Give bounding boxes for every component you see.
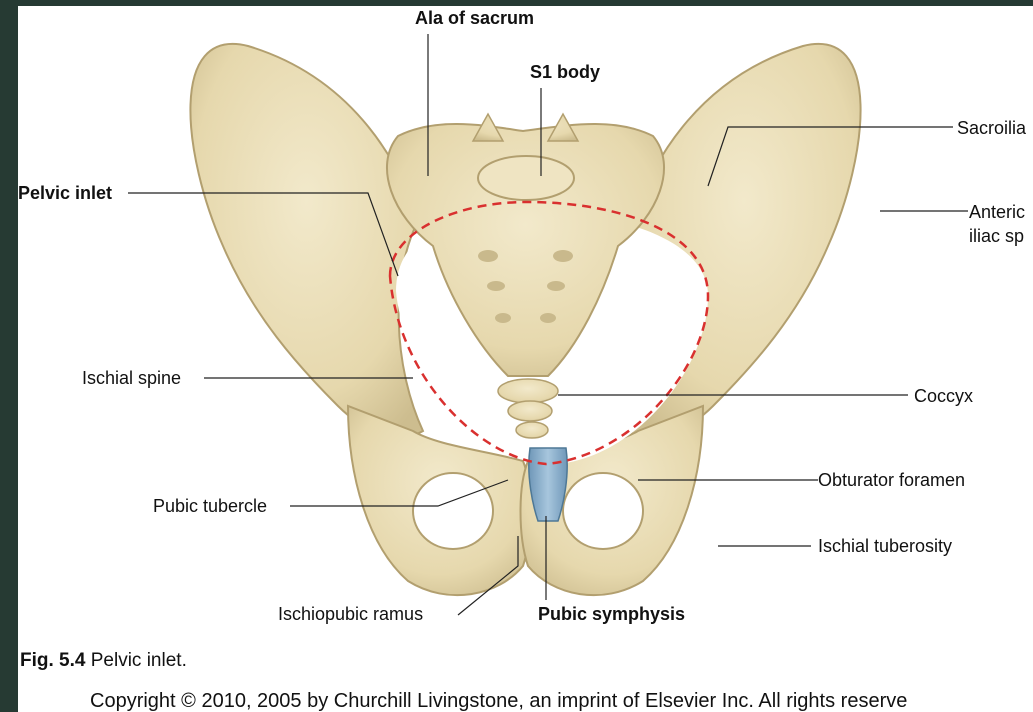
label-ischial-tuberosity: Ischial tuberosity	[818, 536, 952, 556]
label-pubic-tubercle: Pubic tubercle	[153, 496, 267, 516]
label-obturator-foramen: Obturator foramen	[818, 470, 965, 490]
label-ischial-spine: Ischial spine	[82, 368, 181, 388]
right-obturator-foramen	[563, 473, 643, 549]
left-obturator-foramen	[413, 473, 493, 549]
copyright-notice: Copyright © 2010, 2005 by Churchill Livi…	[90, 690, 907, 712]
s1-body-shape	[478, 156, 574, 200]
figure-caption-text: Pelvic inlet.	[85, 650, 186, 671]
pelvis-illustration	[18, 6, 1033, 712]
figure-panel: Ala of sacrum S1 body Sacroilia Anteric …	[18, 6, 1033, 712]
pubic-symphysis-shape	[529, 448, 567, 521]
label-pubic-symphysis: Pubic symphysis	[538, 604, 685, 624]
label-coccyx: Coccyx	[914, 386, 973, 406]
label-ischiopubic-ramus: Ischiopubic ramus	[278, 604, 423, 624]
figure-caption: Fig. 5.4 Pelvic inlet.	[20, 650, 187, 672]
figure-number: Fig. 5.4	[20, 650, 85, 671]
label-ala-of-sacrum: Ala of sacrum	[415, 8, 534, 28]
label-anterior-line1: Anteric	[969, 202, 1025, 222]
label-anterior-line2: iliac sp	[969, 226, 1024, 246]
label-pelvic-inlet: Pelvic inlet	[18, 183, 112, 203]
label-sacroiliac: Sacroilia	[957, 118, 1026, 138]
label-s1-body: S1 body	[530, 62, 600, 82]
